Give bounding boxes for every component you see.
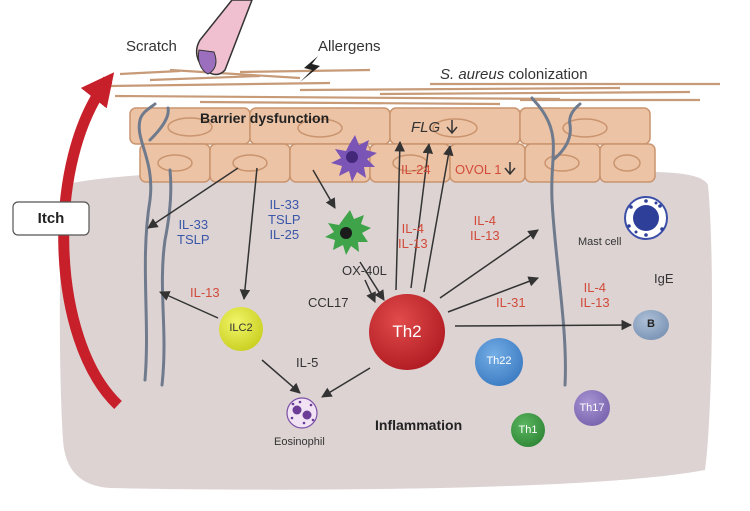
il4-il13-center: IL-4 IL-13 <box>398 221 428 252</box>
th2-cell <box>369 294 445 370</box>
nerve-fibers <box>137 96 582 387</box>
itch-box <box>12 201 90 236</box>
th17-label: Th17 <box>579 402 605 414</box>
itch-label: Itch <box>37 210 65 227</box>
tslp-text: TSLP <box>177 231 210 247</box>
th1-label: Th1 <box>518 424 538 436</box>
il4-text: IL-4 <box>401 221 425 236</box>
il4-il13-b: IL-4 IL-13 <box>580 280 610 311</box>
signal-arrows <box>147 140 633 398</box>
ccl17-label: CCL17 <box>308 295 349 310</box>
il5-label: IL-5 <box>296 355 319 370</box>
th17-cell <box>574 390 610 426</box>
langerhans-cell <box>331 135 377 182</box>
th2-label: Th2 <box>392 322 422 341</box>
decrease-arrows <box>446 120 516 176</box>
keratinocytes-lower <box>139 143 656 183</box>
ige-label: IgE <box>654 271 674 286</box>
il4-il13-right: IL-4 IL-13 <box>470 213 500 244</box>
lightning-icon <box>300 56 320 82</box>
b-cell <box>633 310 669 340</box>
b-label: B <box>647 318 655 330</box>
s-aureus-label: S. aureus <box>440 66 505 83</box>
il33-tslp-il25: IL-33 TSLP IL-25 <box>268 197 301 243</box>
allergens-label: Allergens <box>318 38 381 55</box>
eosinophil-label: Eosinophil <box>274 436 325 448</box>
inflammation-label: Inflammation <box>375 417 463 433</box>
flg-label: FLG <box>411 119 441 136</box>
il24-label: IL-24 <box>401 162 431 177</box>
il13-text: IL-13 <box>470 227 500 243</box>
il13-text: IL-13 <box>398 235 428 251</box>
tslp-text: TSLP <box>268 211 301 227</box>
il33-text: IL-33 <box>178 217 209 232</box>
ilc2-label: ILC2 <box>229 322 253 334</box>
ilc2-cell <box>219 307 263 351</box>
mast-cell <box>624 196 668 240</box>
stratum-corneum <box>109 68 720 106</box>
th1-cell <box>511 413 545 447</box>
il31-label: IL-31 <box>496 295 526 310</box>
scratch-label: Scratch <box>126 38 177 55</box>
il4-text: IL-4 <box>473 213 497 228</box>
ovol1-label: OVOL 1 <box>455 162 502 177</box>
il33-text: IL-33 <box>269 197 300 212</box>
mast-cell-label: Mast cell <box>578 236 622 248</box>
colonization-text: colonization <box>508 66 588 83</box>
itch-arrow <box>58 72 122 409</box>
il13-text: IL-13 <box>580 294 610 310</box>
th22-cell <box>475 338 523 386</box>
dendritic-cell <box>325 210 371 255</box>
eosinophil-cell <box>286 397 318 429</box>
colonization-label: S. aureus colonization <box>440 66 588 83</box>
il25-text: IL-25 <box>269 226 300 242</box>
il33-tslp-left: IL-33 TSLP <box>177 217 210 248</box>
th22-label: Th22 <box>486 355 512 367</box>
il4-text: IL-4 <box>583 280 607 295</box>
finger-icon <box>195 0 253 76</box>
barrier-dysfunction-label: Barrier dysfunction <box>200 110 330 126</box>
il13-ilc2-label: IL-13 <box>190 285 220 300</box>
ox40l-label: OX-40L <box>342 263 387 278</box>
